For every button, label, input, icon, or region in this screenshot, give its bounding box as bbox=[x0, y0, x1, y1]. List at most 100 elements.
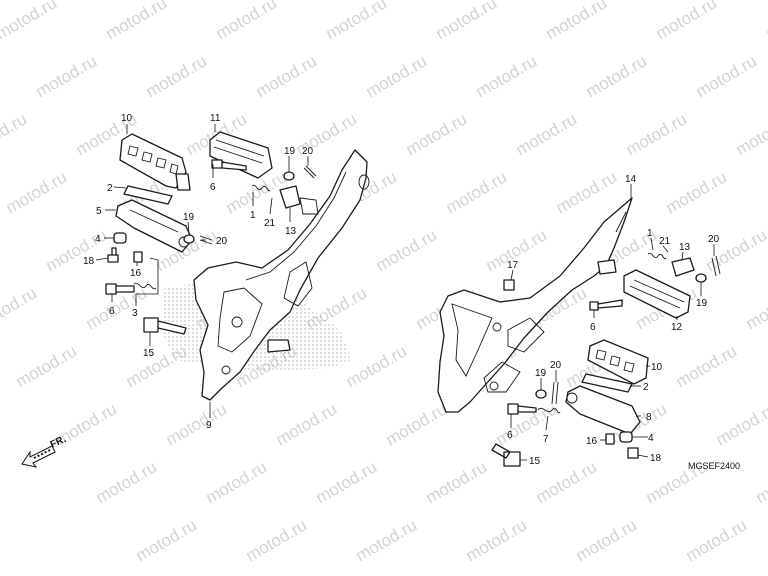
left-cotter-20a bbox=[303, 165, 317, 179]
watermark-text: motod.ru bbox=[623, 109, 691, 159]
watermark-text: motod.ru bbox=[743, 283, 768, 333]
watermark-text: motod.ru bbox=[143, 51, 211, 101]
watermark-text: motod.ru bbox=[273, 399, 341, 449]
part-label-13a: 13 bbox=[285, 226, 297, 237]
watermark-text: motod.ru bbox=[133, 515, 201, 565]
part-label-14: 14 bbox=[625, 174, 637, 185]
part-label-5: 5 bbox=[96, 206, 102, 217]
left-pin-6a bbox=[211, 159, 247, 171]
part-label-9: 9 bbox=[206, 420, 212, 431]
right-bolt-16 bbox=[605, 433, 615, 445]
right-spring-1 bbox=[647, 252, 667, 260]
part-label-17: 17 bbox=[507, 260, 519, 271]
right-cotter-20a bbox=[551, 381, 559, 405]
watermark-text: motod.ru bbox=[383, 399, 451, 449]
part-label-7: 7 bbox=[543, 434, 549, 445]
right-bolt-18 bbox=[627, 447, 639, 459]
watermark-text: motod.ru bbox=[573, 515, 641, 565]
part-label-11: 11 bbox=[210, 113, 221, 124]
watermark-text: motod.ru bbox=[43, 225, 111, 275]
part-label-20b: 20 bbox=[216, 236, 228, 247]
part-label-19c: 19 bbox=[696, 298, 708, 309]
watermark-text: motod.ru bbox=[753, 457, 768, 507]
part-label-19d: 19 bbox=[535, 368, 547, 379]
right-spring-7 bbox=[537, 407, 561, 414]
part-label-3: 3 bbox=[132, 308, 138, 319]
left-collar bbox=[113, 232, 127, 244]
watermark-text: motod.ru bbox=[763, 0, 768, 43]
part-label-16a: 16 bbox=[130, 268, 142, 279]
watermark-text: motod.ru bbox=[213, 0, 281, 43]
watermark-text: motod.ru bbox=[463, 515, 531, 565]
left-bolt-15 bbox=[143, 317, 187, 335]
left-footpeg bbox=[119, 133, 191, 191]
watermark-text: motod.ru bbox=[663, 167, 731, 217]
watermark-text: motod.ru bbox=[253, 51, 321, 101]
watermark-text: motod.ru bbox=[693, 51, 761, 101]
part-label-10b: 10 bbox=[651, 362, 663, 373]
right-bracket-13 bbox=[671, 257, 695, 277]
part-labels: 10 11 19 20 2 6 1 21 13 5 19 20 4 18 16 … bbox=[83, 113, 720, 467]
watermark-text: motod.ru bbox=[673, 341, 741, 391]
watermark-text: motod.ru bbox=[733, 109, 768, 159]
left-bracket-13 bbox=[279, 185, 301, 209]
leader-lines bbox=[95, 124, 715, 461]
right-pin-6c bbox=[589, 299, 623, 311]
watermark-text: motod.ru bbox=[93, 457, 161, 507]
watermark-text: motod.ru bbox=[473, 51, 541, 101]
part-label-10a: 10 bbox=[121, 113, 133, 124]
right-rider-peg bbox=[623, 269, 691, 319]
left-bolt-16 bbox=[133, 251, 143, 263]
watermark-text: motod.ru bbox=[423, 457, 491, 507]
part-label-6b: 6 bbox=[109, 306, 115, 317]
watermark-text: motod.ru bbox=[163, 399, 231, 449]
right-bolt-15 bbox=[491, 443, 521, 467]
part-label-2b: 2 bbox=[643, 382, 649, 393]
left-plate bbox=[123, 185, 173, 205]
watermark-text: motod.ru bbox=[203, 457, 271, 507]
part-label-2a: 2 bbox=[107, 183, 113, 194]
part-label-1a: 1 bbox=[250, 210, 256, 221]
left-peg-holder bbox=[115, 199, 193, 253]
part-label-16b: 16 bbox=[586, 436, 598, 447]
right-bracket bbox=[437, 197, 633, 413]
watermark-text: motod.ru bbox=[513, 109, 581, 159]
right-footpeg bbox=[587, 339, 649, 385]
part-label-6d: 6 bbox=[507, 430, 513, 441]
watermark-text: motod.ru bbox=[553, 167, 621, 217]
part-label-8: 8 bbox=[646, 412, 652, 423]
front-direction-arrow: FR. bbox=[21, 434, 68, 468]
watermark-text: motod.ru bbox=[353, 515, 421, 565]
part-label-20d: 20 bbox=[550, 360, 562, 371]
right-cotter-20b bbox=[711, 255, 721, 277]
watermark-text: motod.ru bbox=[403, 109, 471, 159]
part-label-19a: 19 bbox=[284, 146, 296, 157]
watermark-text: motod.ru bbox=[683, 515, 751, 565]
part-label-18b: 18 bbox=[650, 453, 662, 464]
watermark-text: motod.ru bbox=[0, 109, 30, 159]
watermark-text: motod.ru bbox=[313, 457, 381, 507]
right-bolt-17 bbox=[503, 279, 515, 291]
left-cotter-20b bbox=[199, 235, 213, 245]
left-spring-3 bbox=[133, 282, 157, 290]
watermark-text: motod.ru bbox=[33, 51, 101, 101]
part-label-20a: 20 bbox=[302, 146, 314, 157]
watermark-text: motod.ru bbox=[0, 283, 40, 333]
part-label-6c: 6 bbox=[590, 322, 596, 333]
part-label-6a: 6 bbox=[210, 182, 216, 193]
watermark-text: motod.ru bbox=[543, 0, 611, 43]
right-washer-19c bbox=[535, 389, 547, 399]
right-pin-6d bbox=[507, 403, 537, 415]
watermark-text: motod.ru bbox=[703, 225, 768, 275]
watermark-text: motod.ru bbox=[713, 399, 768, 449]
part-label-15b: 15 bbox=[529, 456, 541, 467]
part-label-21a: 21 bbox=[264, 218, 276, 229]
left-washer-19a bbox=[283, 171, 295, 181]
part-label-20c: 20 bbox=[708, 234, 720, 245]
right-washer-19d bbox=[695, 273, 707, 283]
diagram-code: MGSEF2400 bbox=[688, 461, 741, 471]
part-label-18a: 18 bbox=[83, 256, 95, 267]
watermark-text: motod.ru bbox=[323, 0, 391, 43]
watermark-text: motod.ru bbox=[373, 225, 441, 275]
